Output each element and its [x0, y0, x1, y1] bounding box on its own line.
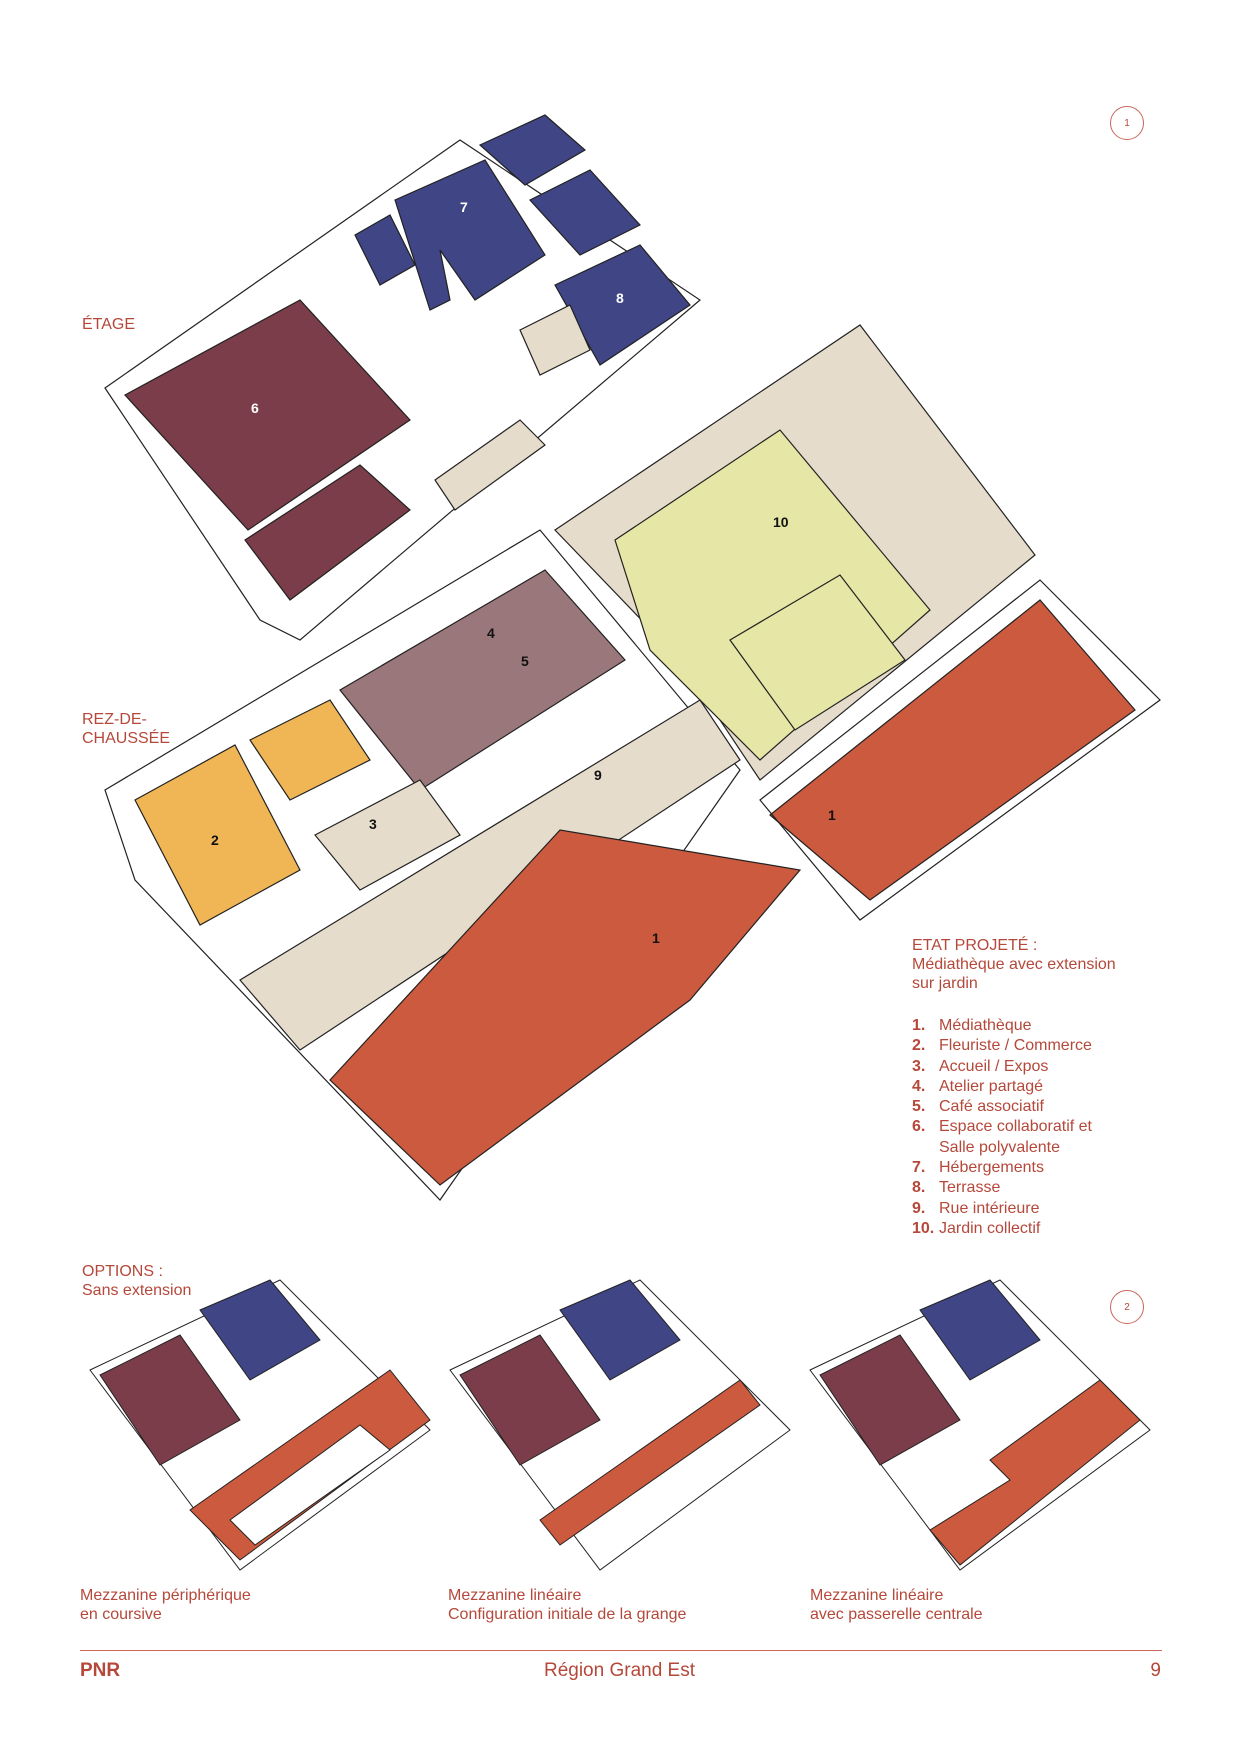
- legend-num: 9.: [912, 1199, 926, 1217]
- plan-number-6: 6: [251, 400, 259, 416]
- space-7-hebergements: [394, 159, 546, 311]
- space-7-room-c: [354, 214, 416, 286]
- plan-number-4: 4: [487, 625, 495, 641]
- legend-label: Fleuriste / Commerce: [939, 1037, 1092, 1055]
- space-4-5-atelier-cafe: [339, 569, 626, 791]
- project-state: ETAT PROJETÉ : Médiathèque avec extensio…: [912, 936, 1116, 993]
- level-label-rdc-1: REZ-DE-: [82, 711, 147, 728]
- legend-num: 3.: [912, 1057, 926, 1075]
- legend-label: Médiathèque: [939, 1017, 1032, 1034]
- legend-item: 7. Hébergements: [912, 1158, 1092, 1178]
- options-title: OPTIONS :: [82, 1263, 163, 1280]
- upper-stairs: [434, 304, 591, 511]
- legend-item: 2. Fleuriste / Commerce: [912, 1036, 1092, 1056]
- space-3-accueil: [314, 779, 461, 891]
- space-2-fleuriste: [134, 744, 301, 926]
- space-7-room-b: [529, 169, 641, 256]
- space-2-fleuriste-b: [249, 699, 371, 801]
- option-thumbnail-2: [449, 1279, 791, 1571]
- legend-label: Atelier partagé: [939, 1077, 1044, 1095]
- legend-item: 4. Atelier partagé: [912, 1077, 1092, 1097]
- footer-divider: [80, 1650, 1162, 1651]
- legend-num: 4.: [912, 1077, 926, 1095]
- option-caption-3-line2: avec passerelle centrale: [810, 1606, 983, 1623]
- legend-item: Salle polyvalente: [912, 1138, 1092, 1158]
- footer-page-number: 9: [1150, 1660, 1161, 1681]
- legend-item: 8. Terrasse: [912, 1178, 1092, 1198]
- space-7-room-a: [478, 114, 587, 186]
- legend-item: 3. Accueil / Expos: [912, 1057, 1092, 1077]
- legend-label: Salle polyvalente: [939, 1138, 1060, 1156]
- option-caption-2-line1: Mezzanine linéaire: [448, 1587, 582, 1604]
- legend-num: 6.: [912, 1118, 926, 1136]
- legend-label: Hébergements: [939, 1159, 1044, 1177]
- legend-label: Café associatif: [939, 1098, 1044, 1116]
- legend-item: 5. Café associatif: [912, 1097, 1092, 1117]
- option-caption-1-line1: Mezzanine périphérique: [80, 1587, 251, 1604]
- option-caption-3-line1: Mezzanine linéaire: [810, 1587, 944, 1604]
- legend-item: 10.Jardin collectif: [912, 1219, 1092, 1239]
- option-thumbnail-3: [809, 1279, 1151, 1571]
- legend-label: Terrasse: [939, 1179, 1001, 1197]
- space-6-collaboratif: [124, 299, 411, 531]
- upper-floor-plan: [104, 114, 701, 641]
- plan-number-3: 3: [369, 816, 377, 832]
- plan-number-2: 2: [211, 832, 219, 848]
- footer-center: Région Grand Est: [543, 1660, 696, 1681]
- space-1-mediatheque-extension: [769, 599, 1136, 901]
- option-thumbnail-1: [89, 1279, 431, 1571]
- plan-number-10: 10: [773, 514, 789, 530]
- plan-number-9: 9: [594, 767, 602, 783]
- options-subtitle: Sans extension: [82, 1282, 192, 1299]
- legend-label: Accueil / Expos: [939, 1057, 1049, 1075]
- legend-num: 8.: [912, 1179, 926, 1197]
- plan-number-1b: 1: [828, 807, 836, 823]
- plan-number-8: 8: [616, 290, 624, 306]
- space-9-rue: [239, 699, 741, 1051]
- legend-num: 1.: [912, 1017, 926, 1034]
- project-state-title: ETAT PROJETÉ :: [912, 937, 1038, 954]
- legend-item: 1. Médiathèque: [912, 1016, 1092, 1036]
- level-label-etage: ÉTAGE: [82, 316, 136, 333]
- option-caption-1-line2: en coursive: [80, 1606, 162, 1623]
- legend-num: 10.: [912, 1219, 935, 1237]
- legend-num: 2.: [912, 1037, 926, 1055]
- garden-steps: [729, 574, 906, 731]
- legend-num: [912, 1138, 939, 1158]
- space-1-mediatheque-main: [329, 829, 802, 1186]
- plan-number-7: 7: [460, 199, 468, 215]
- footer-left: PNR: [80, 1660, 121, 1681]
- legend-item: 6. Espace collaboratif et: [912, 1117, 1092, 1137]
- legend-label: Jardin collectif: [939, 1219, 1041, 1237]
- section-number-badge: 1: [1110, 106, 1144, 140]
- legend-num: 7.: [912, 1159, 926, 1177]
- space-6-collaboratif-lower: [244, 464, 411, 601]
- option-caption-2-line2: Configuration initiale de la grange: [448, 1606, 687, 1623]
- legend-label: Rue intérieure: [939, 1199, 1040, 1217]
- project-state-line1: Médiathèque avec extension: [912, 956, 1116, 973]
- project-state-line2: sur jardin: [912, 975, 978, 992]
- legend-item: 9. Rue intérieure: [912, 1199, 1092, 1219]
- options-number-badge: 2: [1110, 1290, 1144, 1324]
- level-label-rdc-2: CHAUSSÉE: [82, 730, 171, 747]
- plan-number-1a: 1: [652, 930, 660, 946]
- legend: 1. Médiathèque 2. Fleuriste / Commerce 3. A…: [912, 1016, 1092, 1239]
- ground-floor-plan: [104, 324, 1161, 1201]
- legend-num: 5.: [912, 1098, 926, 1116]
- legend-label: Espace collaboratif et: [939, 1118, 1092, 1136]
- plan-number-5: 5: [521, 653, 529, 669]
